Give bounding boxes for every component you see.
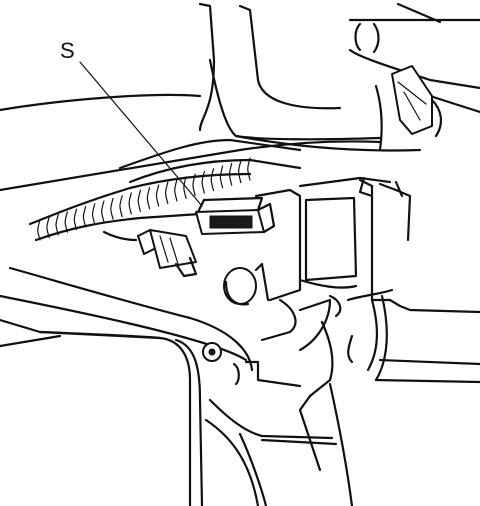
- connector-s: [195, 196, 276, 235]
- harness-rib: [219, 165, 224, 189]
- harness-rib: [37, 219, 41, 241]
- corrugated-wire-harness: [28, 138, 302, 242]
- lower-frame: [0, 266, 338, 506]
- harness-rib: [238, 160, 242, 184]
- harness-rib: [155, 184, 160, 207]
- harness-rib: [192, 173, 196, 197]
- lower-right-rails: [298, 294, 480, 506]
- bolt: [202, 342, 240, 386]
- harness-rib: [210, 168, 215, 192]
- harness-ribs: [37, 157, 251, 241]
- leader-line-s: [79, 61, 203, 207]
- harness-rib: [91, 203, 96, 225]
- harness-rib: [146, 187, 151, 210]
- harness-rib: [183, 176, 187, 199]
- harness-rib: [46, 216, 50, 238]
- harness-rib: [201, 170, 205, 194]
- harness-rib: [110, 197, 114, 220]
- central-bracket: [223, 176, 412, 398]
- harness-rib: [128, 192, 132, 215]
- harness-rib: [247, 157, 251, 181]
- harness-rib: [137, 189, 142, 212]
- harness-rib: [73, 208, 78, 231]
- harness-rib: [174, 178, 178, 202]
- harness-rib: [164, 181, 169, 205]
- right-tube-and-clamp: [348, 2, 480, 152]
- callout-s: S: [60, 38, 203, 207]
- harness-rib: [64, 211, 68, 233]
- small-connector: [102, 229, 198, 278]
- upper-housing-panel: [0, 2, 422, 192]
- callout-label-s: S: [60, 38, 75, 63]
- harness-rib: [119, 195, 123, 218]
- harness-rib: [82, 205, 87, 228]
- harness-rib: [55, 214, 59, 236]
- harness-rib: [101, 200, 105, 223]
- harness-rib: [228, 162, 233, 186]
